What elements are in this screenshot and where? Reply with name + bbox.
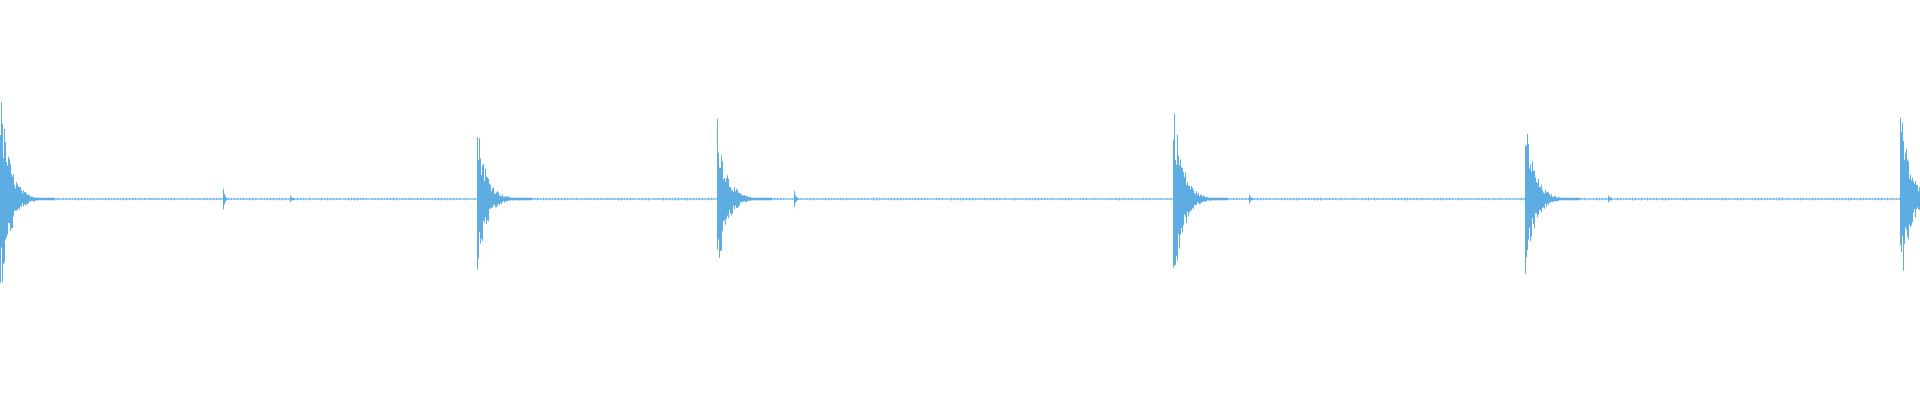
waveform-display bbox=[0, 102, 1920, 283]
audio-waveform bbox=[0, 102, 1920, 283]
